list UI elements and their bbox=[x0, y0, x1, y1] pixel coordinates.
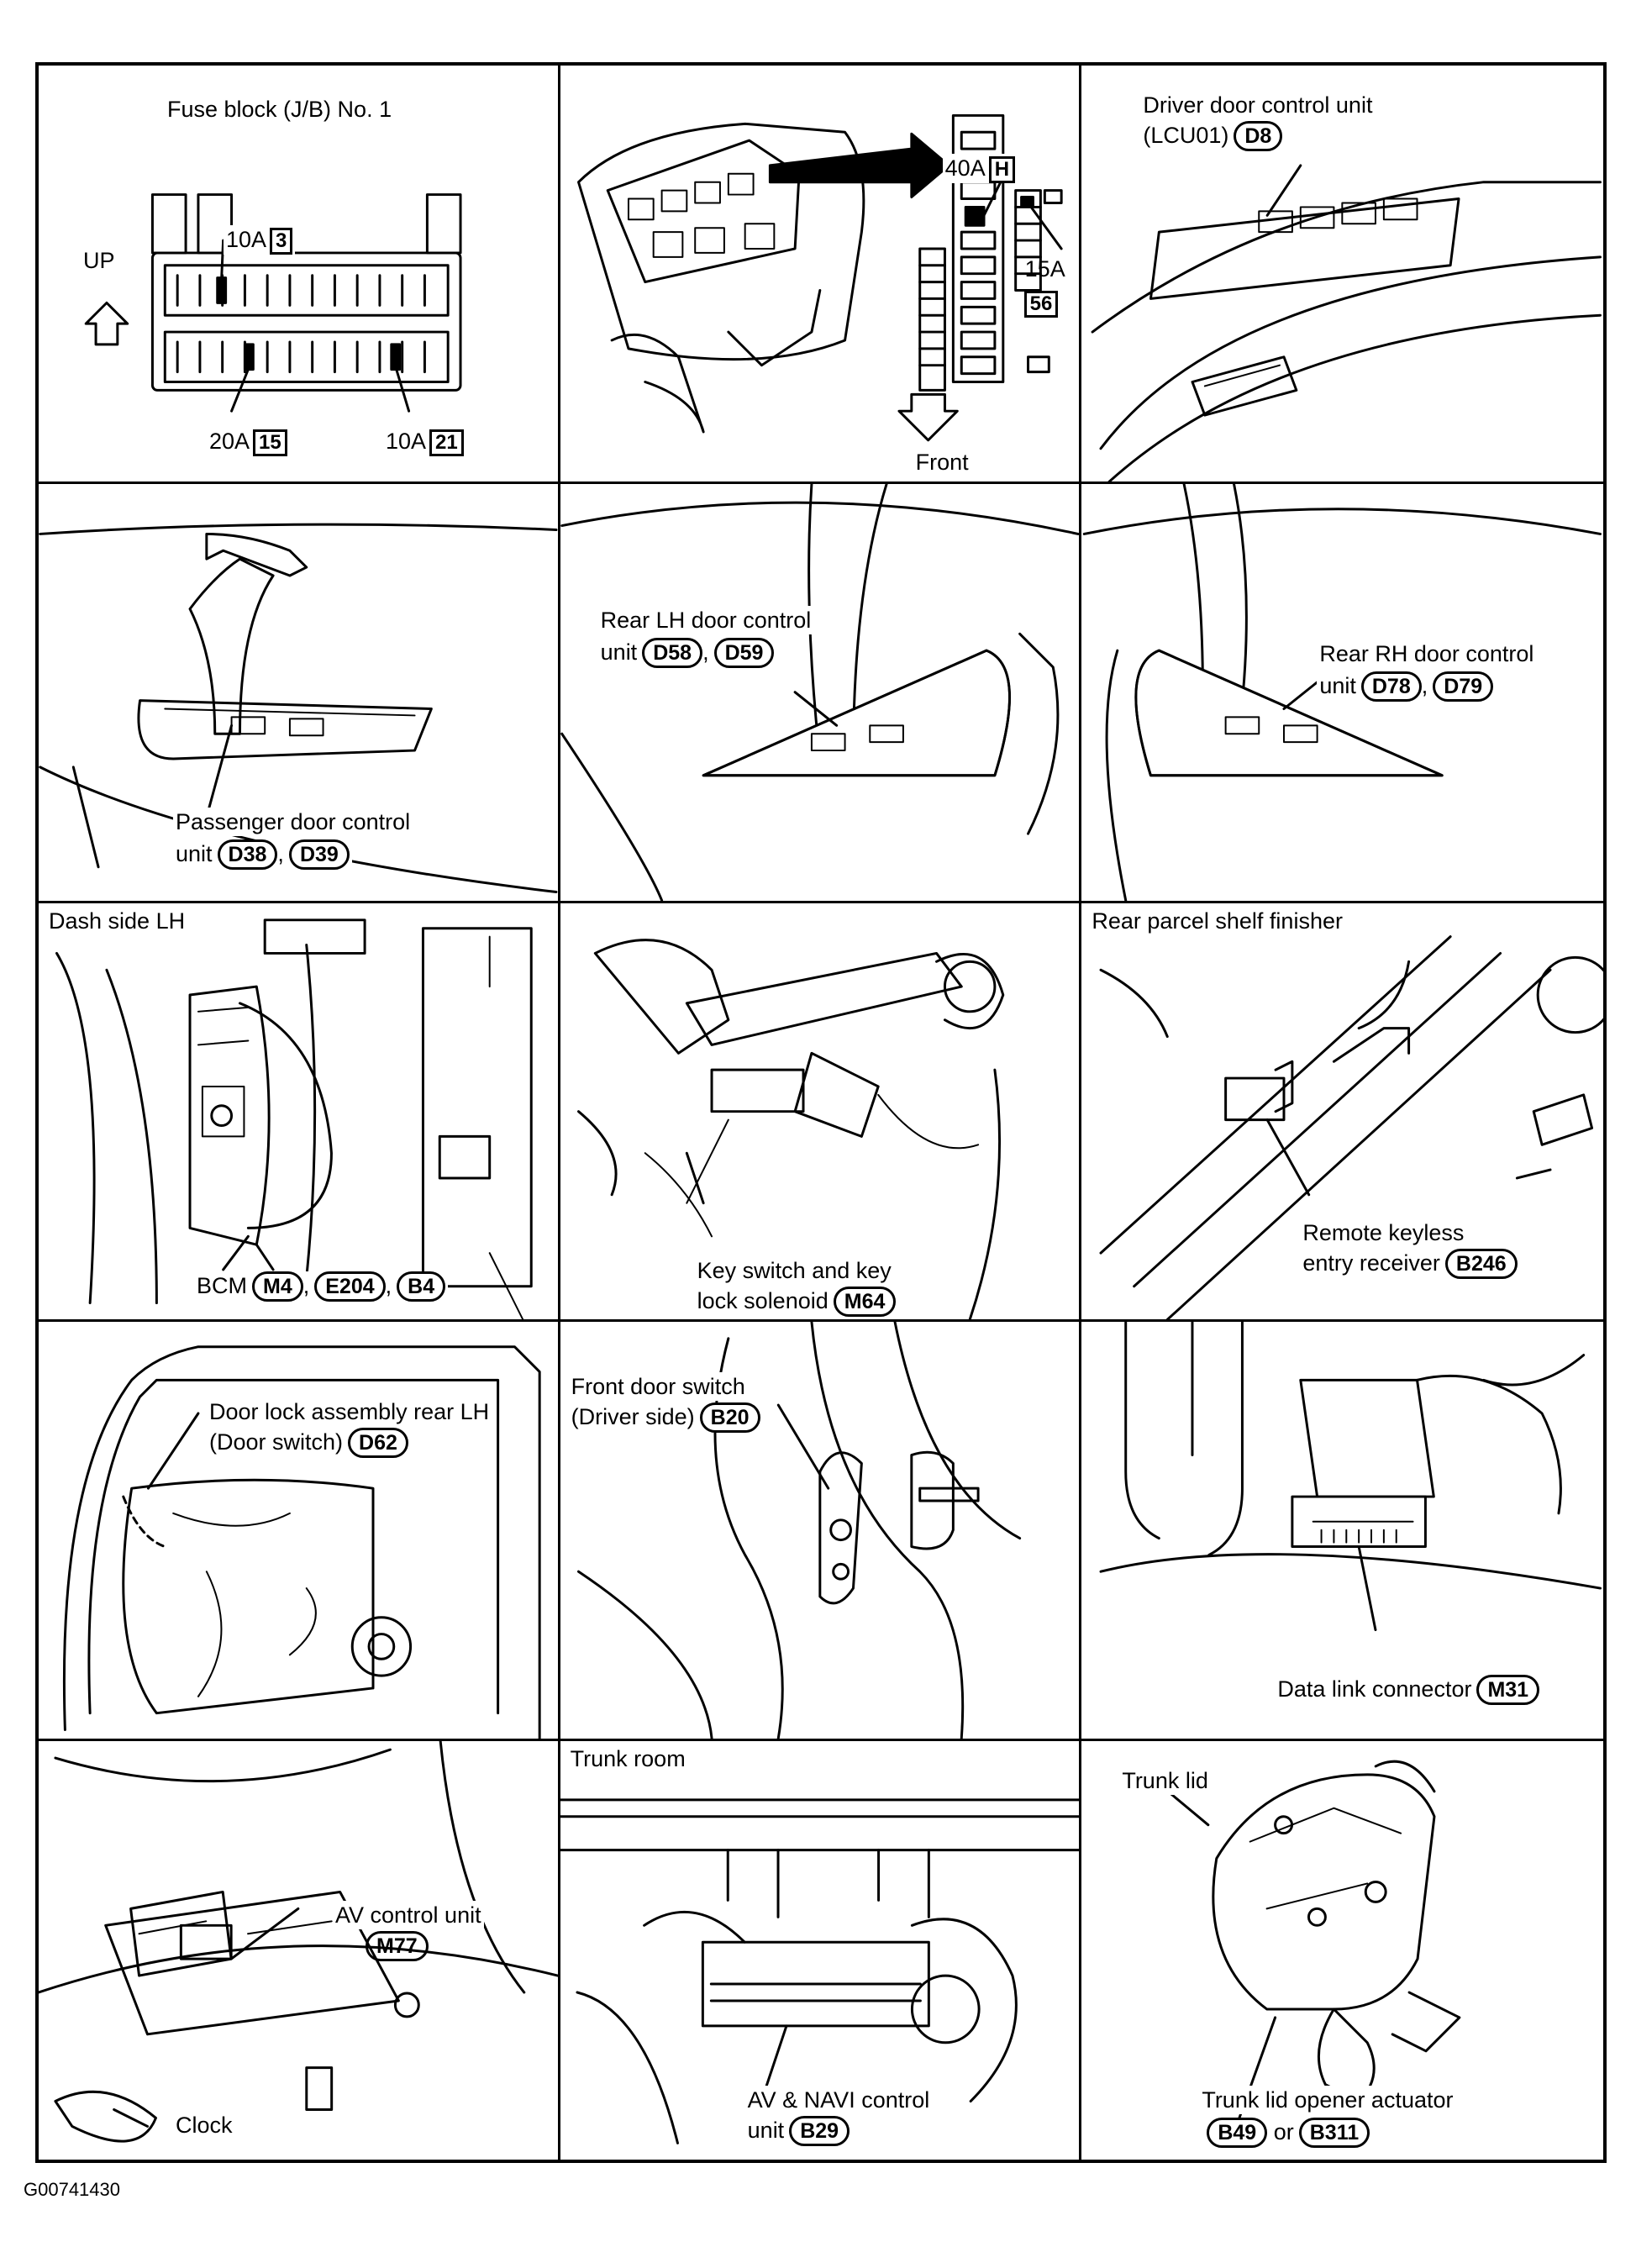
connector-d39: D39 bbox=[288, 839, 350, 871]
rear-rh-door-label: Rear RH door control bbox=[1317, 639, 1537, 669]
dlc-drawing bbox=[1099, 1322, 1602, 1632]
trunk-lid-drawing bbox=[1156, 1760, 1461, 2136]
passenger-door-drawing bbox=[39, 524, 558, 894]
engine-room-drawing bbox=[576, 113, 1063, 442]
panel-door-lock: Door lock assembly rear LH (Door switch)… bbox=[39, 1322, 560, 1741]
connector-d62: D62 bbox=[348, 1428, 408, 1459]
connector-m4: M4 bbox=[252, 1271, 303, 1302]
connector-d78: D78 bbox=[1360, 671, 1422, 703]
door-lock-label: Door lock assembly rear LH bbox=[207, 1397, 492, 1427]
connector-b20: B20 bbox=[699, 1402, 760, 1434]
connector-b246: B246 bbox=[1444, 1248, 1518, 1279]
door-lock-drawing bbox=[62, 1345, 541, 1739]
key-switch-label: Key switch and key bbox=[694, 1255, 894, 1285]
door-switch-label: Front door switch bbox=[568, 1372, 748, 1402]
keyless-drawing bbox=[1099, 934, 1603, 1320]
navi-caption: Trunk room bbox=[566, 1745, 689, 1772]
driver-door-label-2: (LCU01)D8 bbox=[1140, 121, 1286, 151]
driver-door-label: Driver door control unit bbox=[1140, 91, 1376, 119]
door-switch-label-2: (Driver side)B20 bbox=[568, 1402, 763, 1434]
connector-b49: B49 bbox=[1207, 2117, 1268, 2148]
keyless-label: Remote keyless bbox=[1300, 1218, 1467, 1247]
bcm-drawing bbox=[55, 918, 533, 1320]
passenger-door-label: Passenger door control bbox=[173, 808, 413, 837]
rear-lh-door-drawing bbox=[560, 484, 1080, 901]
front-label: Front bbox=[913, 448, 971, 476]
connector-b311: B311 bbox=[1298, 2117, 1370, 2148]
fuse-15a: 15A bbox=[1024, 256, 1065, 282]
trunk-lid-label: Trunk lid bbox=[1119, 1765, 1211, 1795]
key-switch-drawing bbox=[576, 938, 1004, 1320]
connector-e204: E204 bbox=[314, 1271, 386, 1302]
av-connector: M77 bbox=[358, 1930, 431, 1961]
connector-b29: B29 bbox=[789, 2115, 850, 2146]
connector-d58: D58 bbox=[642, 638, 703, 669]
av-drawing bbox=[39, 1740, 558, 2143]
panel-trunk-lid: Trunk lid Trunk lid opener actuator B49 … bbox=[1081, 1740, 1603, 2160]
av-label: AV control unit bbox=[333, 1900, 484, 1929]
connector-d38: D38 bbox=[217, 839, 278, 871]
trunk-actuator-label: Trunk lid opener actuator bbox=[1199, 2085, 1456, 2114]
connector-m31: M31 bbox=[1476, 1675, 1540, 1706]
connector-d79: D79 bbox=[1433, 671, 1494, 703]
connector-b4: B4 bbox=[397, 1271, 446, 1302]
clock-label: Clock bbox=[173, 2110, 235, 2139]
connector-m64: M64 bbox=[833, 1286, 897, 1317]
connector-d59: D59 bbox=[713, 638, 775, 669]
panel-driver-door: Driver door control unit (LCU01)D8 bbox=[1081, 66, 1603, 485]
driver-door-drawing bbox=[1091, 164, 1602, 482]
door-lock-label-2: (Door switch)D62 bbox=[207, 1428, 411, 1459]
up-label: UP bbox=[81, 246, 118, 275]
connector-m77: M77 bbox=[366, 1930, 429, 1961]
rear-rh-door-drawing bbox=[1083, 484, 1602, 901]
figure-id: G00741430 bbox=[24, 2179, 120, 2200]
keyless-caption: Rear parcel shelf finisher bbox=[1088, 908, 1346, 934]
navi-label: AV & NAVI control bbox=[744, 2085, 933, 2114]
rear-lh-door-label: Rear LH door control bbox=[597, 606, 814, 635]
panel-front-door-switch: Front door switch (Driver side)B20 bbox=[560, 1322, 1082, 1741]
bcm-caption: Dash side LH bbox=[45, 908, 189, 934]
fuse-block-drawing bbox=[84, 193, 462, 413]
fuse-56-number: 56 bbox=[1018, 288, 1061, 318]
panel-av-control-unit: AV control unit M77 Clock bbox=[39, 1740, 560, 2160]
panel-keyless-receiver: Rear parcel shelf finisher Remote keyles… bbox=[1081, 902, 1603, 1323]
fuse-block-title: Fuse block (J/B) No. 1 bbox=[165, 95, 395, 124]
connector-d8: D8 bbox=[1234, 121, 1283, 151]
